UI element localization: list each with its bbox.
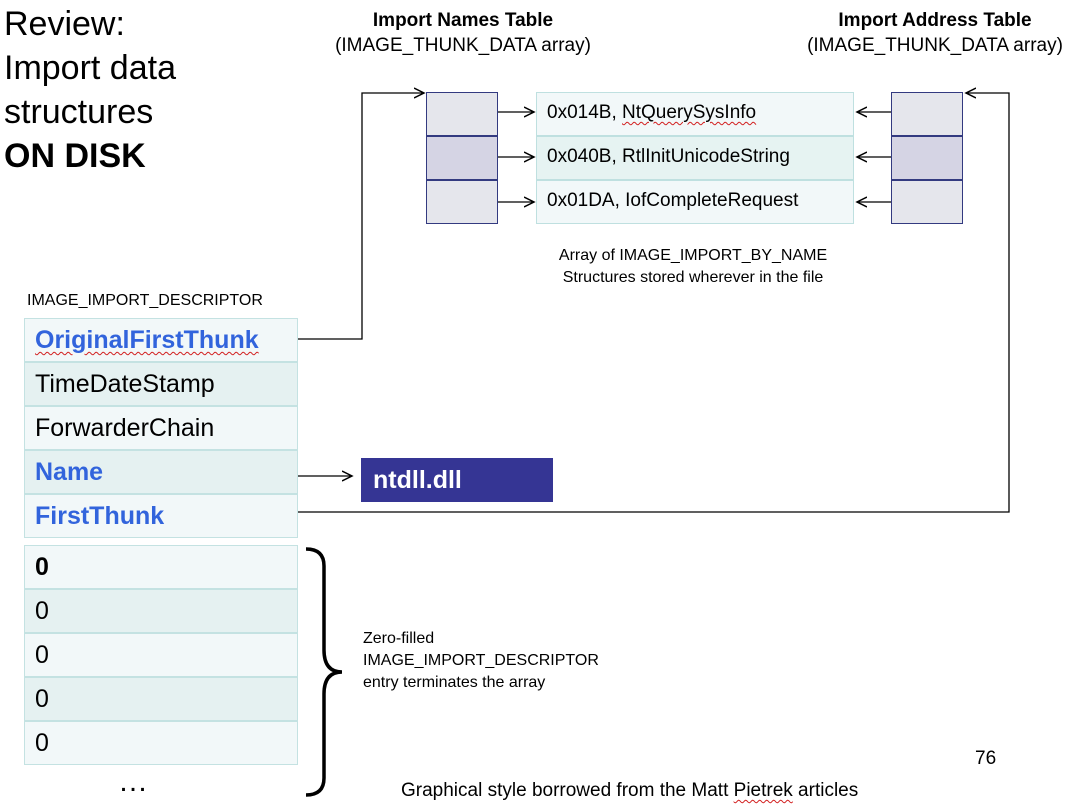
title-line-4: ON DISK <box>4 137 146 175</box>
descriptor-field-original-first-thunk: OriginalFirstThunk <box>24 318 298 362</box>
zero-note-line-1: Zero-filled <box>363 630 435 647</box>
credit-text: Graphical style borrowed from the Matt P… <box>401 780 858 802</box>
import-by-name-entry: 0x014B, NtQuerySysInfo <box>536 92 854 136</box>
caption-line-2: Structures stored wherever in the file <box>562 269 824 286</box>
credit-post: articles <box>792 780 859 801</box>
descriptor-field-time-date-stamp: TimeDateStamp <box>24 362 298 406</box>
import-names-table-title: Import Names Table <box>372 10 554 31</box>
import-by-name-caption: Array of IMAGE_IMPORT_BY_NAME Structures… <box>508 245 878 289</box>
zero-entry-row: 0 <box>24 589 298 633</box>
import-function-name: IofCompleteRequest <box>625 190 799 211</box>
page-number: 76 <box>975 748 997 769</box>
field-label: Name <box>35 458 104 486</box>
zero-entry-row: 0 <box>24 721 298 765</box>
import-hint: 0x014B, <box>547 102 617 123</box>
descriptor-field-first-thunk: FirstThunk <box>24 494 298 538</box>
import-by-name-entry: 0x01DA, IofCompleteRequest <box>536 180 854 224</box>
title-line-3: structures <box>4 93 154 131</box>
dll-name-box: ntdll.dll <box>361 458 553 502</box>
import-function-name: RtlInitUnicodeString <box>622 146 790 167</box>
zero-value: 0 <box>35 597 49 625</box>
import-by-name-entry: 0x040B, RtlInitUnicodeString <box>536 136 854 180</box>
original-first-thunk-arrow <box>298 93 424 340</box>
zero-entry-note: Zero-filled IMAGE_IMPORT_DESCRIPTOR entr… <box>363 628 599 694</box>
descriptor-field-name: Name <box>24 450 298 494</box>
credit-pre: Graphical style borrowed from the Matt <box>401 780 734 801</box>
title-line-1: Review: <box>4 5 125 43</box>
iat-thunk-0 <box>891 92 963 136</box>
descriptor-label: IMAGE_IMPORT_DESCRIPTOR <box>27 292 263 309</box>
import-hint: 0x01DA, <box>547 190 620 211</box>
int-thunk-2 <box>426 180 498 224</box>
iat-thunk-2 <box>891 180 963 224</box>
zero-value: 0 <box>35 641 49 669</box>
field-label: FirstThunk <box>35 502 165 530</box>
zero-value: 0 <box>35 685 49 713</box>
iat-thunk-1 <box>891 136 963 180</box>
import-address-table-subtitle: (IMAGE_THUNK_DATA array) <box>807 35 1063 56</box>
int-thunk-1 <box>426 136 498 180</box>
import-names-table-heading: Import Names Table (IMAGE_THUNK_DATA arr… <box>298 8 628 58</box>
field-label: TimeDateStamp <box>35 370 215 398</box>
zero-entry-row: 0 <box>24 677 298 721</box>
zero-entry-ellipsis: … <box>118 765 148 798</box>
import-hint: 0x040B, <box>547 146 617 167</box>
import-names-table-subtitle: (IMAGE_THUNK_DATA array) <box>335 35 591 56</box>
import-address-table-title: Import Address Table <box>838 10 1032 31</box>
slide-title: Review: Import data structures ON DISK <box>4 2 176 178</box>
import-address-table-heading: Import Address Table (IMAGE_THUNK_DATA a… <box>770 8 1086 58</box>
title-line-2: Import data <box>4 49 176 87</box>
field-label: OriginalFirstThunk <box>35 326 259 354</box>
zero-note-line-3: entry terminates the array <box>363 674 546 691</box>
zero-note-line-2: IMAGE_IMPORT_DESCRIPTOR <box>363 652 599 669</box>
caption-line-1: Array of IMAGE_IMPORT_BY_NAME <box>558 247 828 264</box>
zero-entry-row: 0 <box>24 633 298 677</box>
zero-value: 0 <box>35 729 49 757</box>
import-function-name: NtQuerySysInfo <box>622 102 757 123</box>
int-thunk-0 <box>426 92 498 136</box>
zero-value: 0 <box>35 553 49 581</box>
zero-entry-row: 0 <box>24 545 298 589</box>
first-thunk-arrow <box>298 93 1010 513</box>
field-label: ForwarderChain <box>35 414 215 442</box>
dll-name: ntdll.dll <box>373 466 462 494</box>
zero-entry-brace <box>305 547 343 797</box>
credit-author: Pietrek <box>733 780 793 801</box>
descriptor-field-forwarder-chain: ForwarderChain <box>24 406 298 450</box>
